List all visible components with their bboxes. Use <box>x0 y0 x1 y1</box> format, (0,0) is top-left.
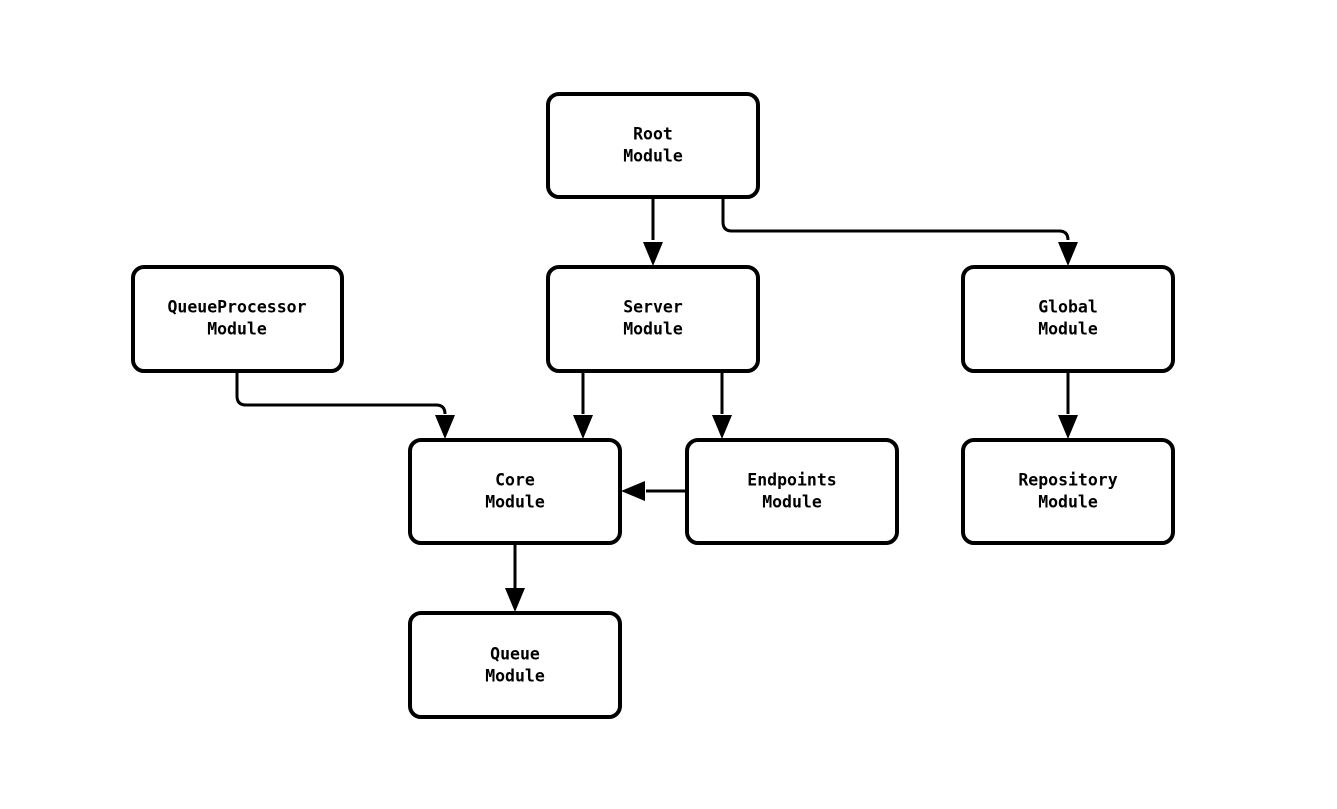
node-shape[interactable] <box>546 92 760 199</box>
arrowhead-icon <box>1058 242 1078 266</box>
edge-server-to-endpoints <box>712 371 732 439</box>
node-label-line2: Module <box>1038 320 1098 339</box>
node-label-line2: Module <box>207 320 267 339</box>
arrowhead-icon <box>1058 415 1078 439</box>
node-label-line1: QueueProcessor <box>167 298 306 317</box>
node-queueprocessor-module[interactable]: QueueProcessor Module <box>131 265 344 373</box>
edge-root-to-global <box>721 197 1078 266</box>
node-label-line1: Server <box>623 298 683 317</box>
node-server-module[interactable]: Server Module <box>546 265 760 373</box>
node-queue-module[interactable]: Queue Module <box>408 611 622 719</box>
node-label-line2: Module <box>1038 493 1098 512</box>
node-label-line2: Module <box>485 667 545 686</box>
edge-root-to-server <box>643 197 663 266</box>
node-label-line2: Module <box>623 320 683 339</box>
node-label-line2: Module <box>623 147 683 166</box>
node-shape[interactable] <box>408 611 622 719</box>
node-core-module[interactable]: Core Module <box>408 438 622 545</box>
node-repository-module[interactable]: Repository Module <box>961 438 1175 545</box>
node-label-line2: Module <box>485 493 545 512</box>
node-label-line1: Core <box>495 471 535 490</box>
node-shape[interactable] <box>408 438 622 545</box>
node-shape[interactable] <box>546 265 760 373</box>
arrowhead-icon <box>621 481 645 501</box>
arrowhead-icon <box>573 415 593 439</box>
node-root-module[interactable]: Root Module <box>546 92 760 199</box>
arrowhead-icon <box>505 588 525 612</box>
arrowhead-icon <box>643 242 663 266</box>
edge-core-to-queue <box>505 543 525 612</box>
edge-queueprocessor-to-core <box>235 371 455 439</box>
node-global-module[interactable]: Global Module <box>961 265 1175 373</box>
node-label-line1: Repository <box>1018 471 1117 490</box>
edge-line <box>721 197 1070 241</box>
node-shape[interactable] <box>961 265 1175 373</box>
node-shape[interactable] <box>961 438 1175 545</box>
node-shape[interactable] <box>131 265 344 373</box>
arrowhead-icon <box>712 415 732 439</box>
arrowhead-icon <box>435 415 455 439</box>
edge-server-to-core <box>573 371 593 439</box>
edge-endpoints-to-core <box>621 481 687 501</box>
node-endpoints-module[interactable]: Endpoints Module <box>685 438 899 545</box>
node-label-line2: Module <box>762 493 822 512</box>
node-label-line1: Root <box>633 125 673 144</box>
edge-line <box>235 371 447 415</box>
node-shape[interactable] <box>685 438 899 545</box>
node-label-line1: Global <box>1038 298 1098 317</box>
node-label-line1: Queue <box>490 645 540 664</box>
node-label-line1: Endpoints <box>747 471 836 490</box>
edge-global-to-repository <box>1058 371 1078 439</box>
